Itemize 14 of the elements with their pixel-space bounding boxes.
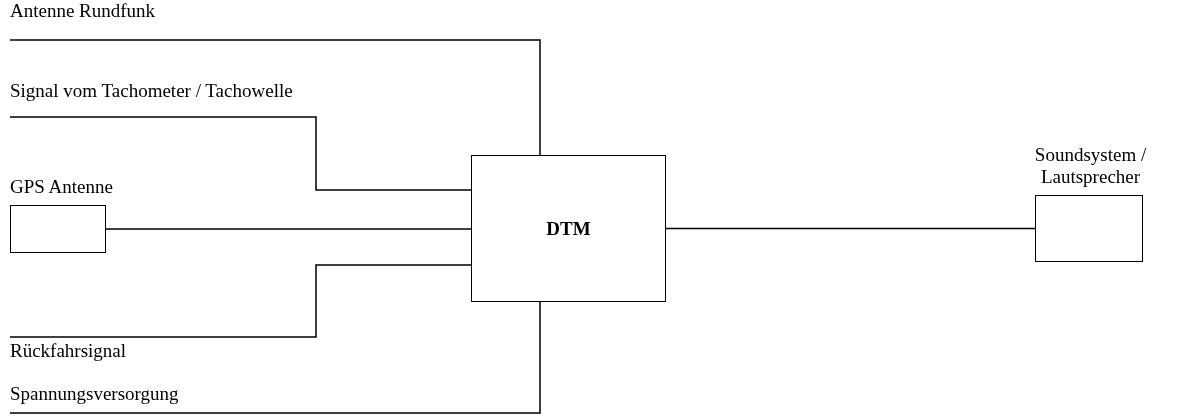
component-label: Soundsystem / Lautsprecher bbox=[1033, 144, 1148, 188]
component-label: GPS Antenne bbox=[10, 176, 114, 198]
connection-line bbox=[9, 301, 541, 414]
connection-line bbox=[9, 39, 541, 156]
control-unit-box bbox=[471, 155, 666, 302]
connection-line bbox=[105, 228, 472, 230]
connection-line bbox=[665, 227, 1036, 230]
signal-label: Antenne Rundfunk bbox=[10, 0, 156, 40]
unit-label: DTM bbox=[545, 217, 592, 240]
connection-line bbox=[9, 116, 472, 191]
signal-label: Rückfahrsignal bbox=[10, 337, 127, 362]
connection-line bbox=[9, 264, 472, 338]
signal-label: Spannungsversorgung bbox=[10, 383, 179, 413]
signal-label: Signal vom Tachometer / Tachowelle bbox=[10, 80, 293, 117]
